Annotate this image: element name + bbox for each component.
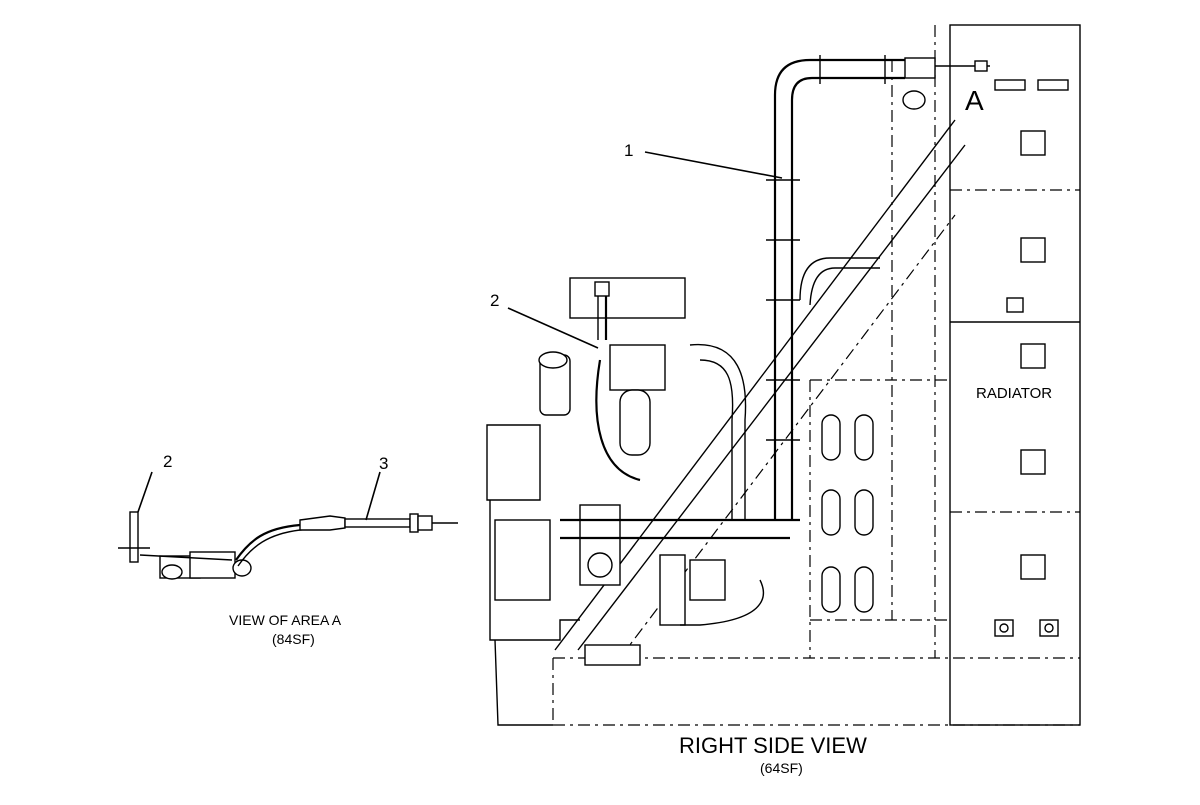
detail-view-title: VIEW OF AREA A (229, 612, 342, 628)
grille-openings (821, 414, 874, 613)
radiator-panel (949, 24, 1081, 726)
detail-cable-lower (237, 526, 331, 567)
callout-detail-3: 3 (379, 454, 388, 473)
radiator-square-small (1006, 297, 1024, 313)
callout-area-a: A (965, 85, 984, 116)
radiator-square-4 (1020, 449, 1046, 475)
detail-bracket-post (129, 511, 139, 563)
radiator-square-5 (1020, 554, 1046, 580)
detail-probe-hex (417, 515, 433, 531)
radiator-square-2 (1020, 237, 1046, 263)
detail-probe-nut (409, 513, 419, 533)
detail-view-area-a (118, 471, 458, 580)
area-a-sensor (902, 57, 990, 110)
detail-connector-ring (232, 559, 252, 577)
leader-detail-2 (137, 471, 153, 513)
detail-clip-loop (161, 564, 183, 580)
upper-radiator-hose-outer (799, 257, 880, 301)
lifting-eye-right (1039, 619, 1059, 637)
main-view-title: RIGHT SIDE VIEW (679, 733, 867, 758)
harness-clamps (766, 55, 886, 441)
leader-detail-3 (365, 471, 381, 521)
radiator-square-1 (1020, 130, 1046, 156)
lifting-eye-left (994, 619, 1014, 637)
leader-main-2 (507, 307, 599, 349)
detail-view-code: (84SF) (272, 631, 315, 647)
radiator-square-3 (1020, 343, 1046, 369)
diagonal-brace-2 (577, 144, 966, 651)
detail-probe-shaft (344, 518, 411, 528)
callout-main-1: 1 (624, 141, 633, 160)
harness-tube-outer (773, 58, 905, 520)
upper-radiator-hose-inner (809, 267, 880, 306)
detail-cable-boot (299, 515, 346, 531)
radiator-slot-1 (994, 79, 1026, 91)
harness-tube-inner (790, 76, 905, 520)
callout-detail-2: 2 (163, 452, 172, 471)
diagonal-brace-1 (554, 119, 956, 651)
radiator-slot-2 (1037, 79, 1069, 91)
callout-main-2: 2 (490, 291, 499, 310)
leader-main-1 (644, 151, 783, 179)
detail-clip-right (189, 551, 236, 579)
base-left-edge (494, 639, 553, 726)
detail-wire-inner (139, 554, 233, 561)
main-view-code: (64SF) (760, 760, 803, 776)
right-side-view (486, 24, 1081, 726)
engine-block (486, 277, 800, 666)
radiator-label: RADIATOR (976, 385, 1052, 402)
